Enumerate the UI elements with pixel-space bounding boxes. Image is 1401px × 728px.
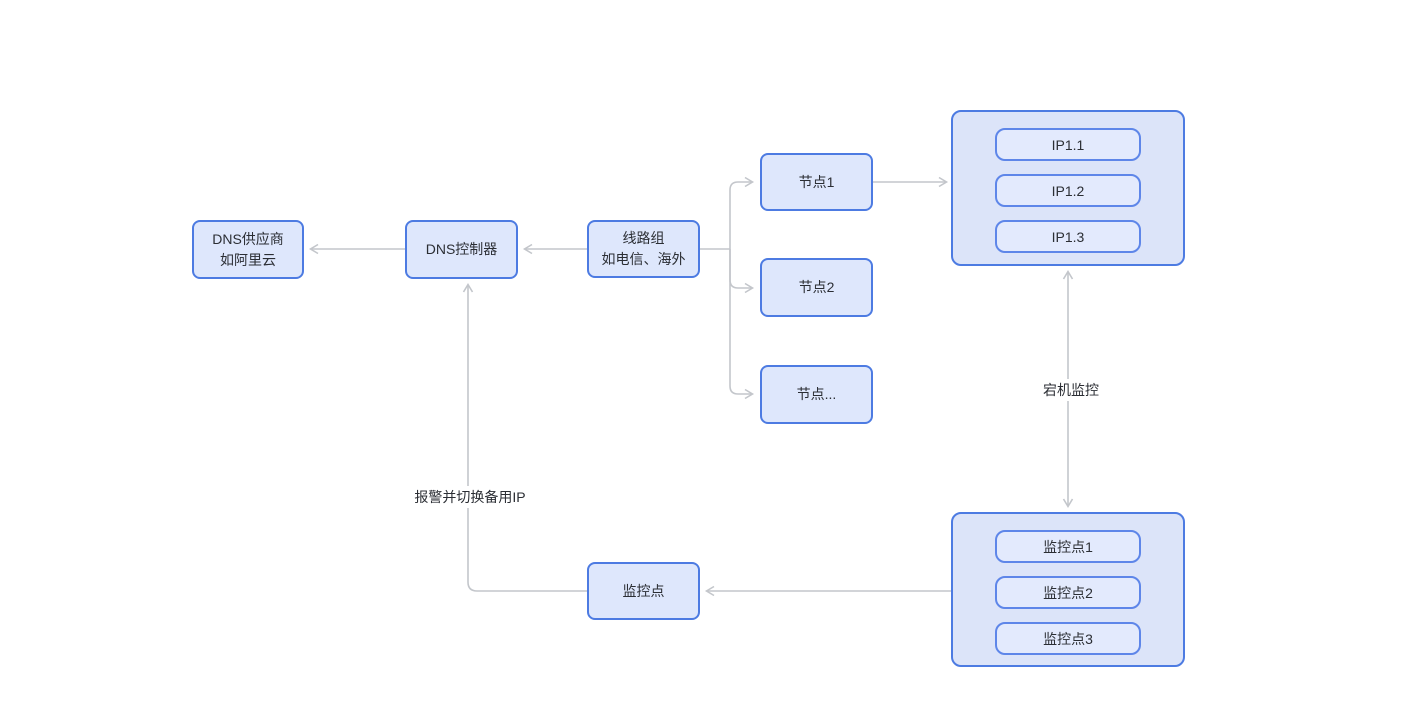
node-node-more[interactable]: 节点... xyxy=(760,365,873,424)
node-label: DNS供应商 xyxy=(212,230,284,247)
node-monitor-point-1[interactable]: 监控点1 xyxy=(995,530,1141,563)
node-label: 监控点3 xyxy=(1043,630,1093,647)
node-label: 节点1 xyxy=(798,173,835,190)
node-label: 如电信、海外 xyxy=(601,251,686,267)
node-label: DNS控制器 xyxy=(425,241,498,257)
node-monitor-point-3[interactable]: 监控点3 xyxy=(995,622,1141,655)
node-monitor-point[interactable]: 监控点 xyxy=(587,562,700,620)
node-node2[interactable]: 节点2 xyxy=(760,258,873,317)
node-ip-1-3[interactable]: IP1.3 xyxy=(995,220,1141,253)
node-label: 监控点2 xyxy=(1043,584,1093,601)
node-ip-1-2[interactable]: IP1.2 xyxy=(995,174,1141,207)
node-label: 监控点1 xyxy=(1043,538,1093,555)
edge-linegroup-to-node1 xyxy=(729,176,755,249)
node-label: 节点... xyxy=(796,386,837,402)
node-line-group[interactable]: 线路组 如电信、海外 xyxy=(587,220,700,278)
edge-label-host-down-monitor: 宕机监控 xyxy=(1039,379,1103,401)
node-label: 线路组 xyxy=(622,230,665,246)
group-ip-list[interactable]: IP1.1 IP1.2 IP1.3 xyxy=(951,110,1185,266)
node-monitor-point-2[interactable]: 监控点2 xyxy=(995,576,1141,609)
node-dns-controller[interactable]: DNS控制器 xyxy=(405,220,518,279)
edge-monitorpoint-to-controller xyxy=(462,282,587,592)
node-label: IP1.2 xyxy=(1051,182,1085,199)
group-monitor-list[interactable]: 监控点1 监控点2 监控点3 xyxy=(951,512,1185,667)
node-label: IP1.1 xyxy=(1051,136,1085,153)
node-ip-1-1[interactable]: IP1.1 xyxy=(995,128,1141,161)
node-label: 如阿里云 xyxy=(220,251,276,268)
edge-linegroup-to-node2 xyxy=(729,249,755,294)
node-dns-provider[interactable]: DNS供应商 如阿里云 xyxy=(192,220,304,279)
node-node1[interactable]: 节点1 xyxy=(760,153,873,211)
node-label: 节点2 xyxy=(798,279,835,295)
edge-label-alarm-and-switch: 报警并切换备用IP xyxy=(410,486,530,508)
node-label: 监控点 xyxy=(622,582,665,599)
edge-linegroup-to-nodemore xyxy=(729,249,755,400)
node-label: IP1.3 xyxy=(1051,228,1085,245)
